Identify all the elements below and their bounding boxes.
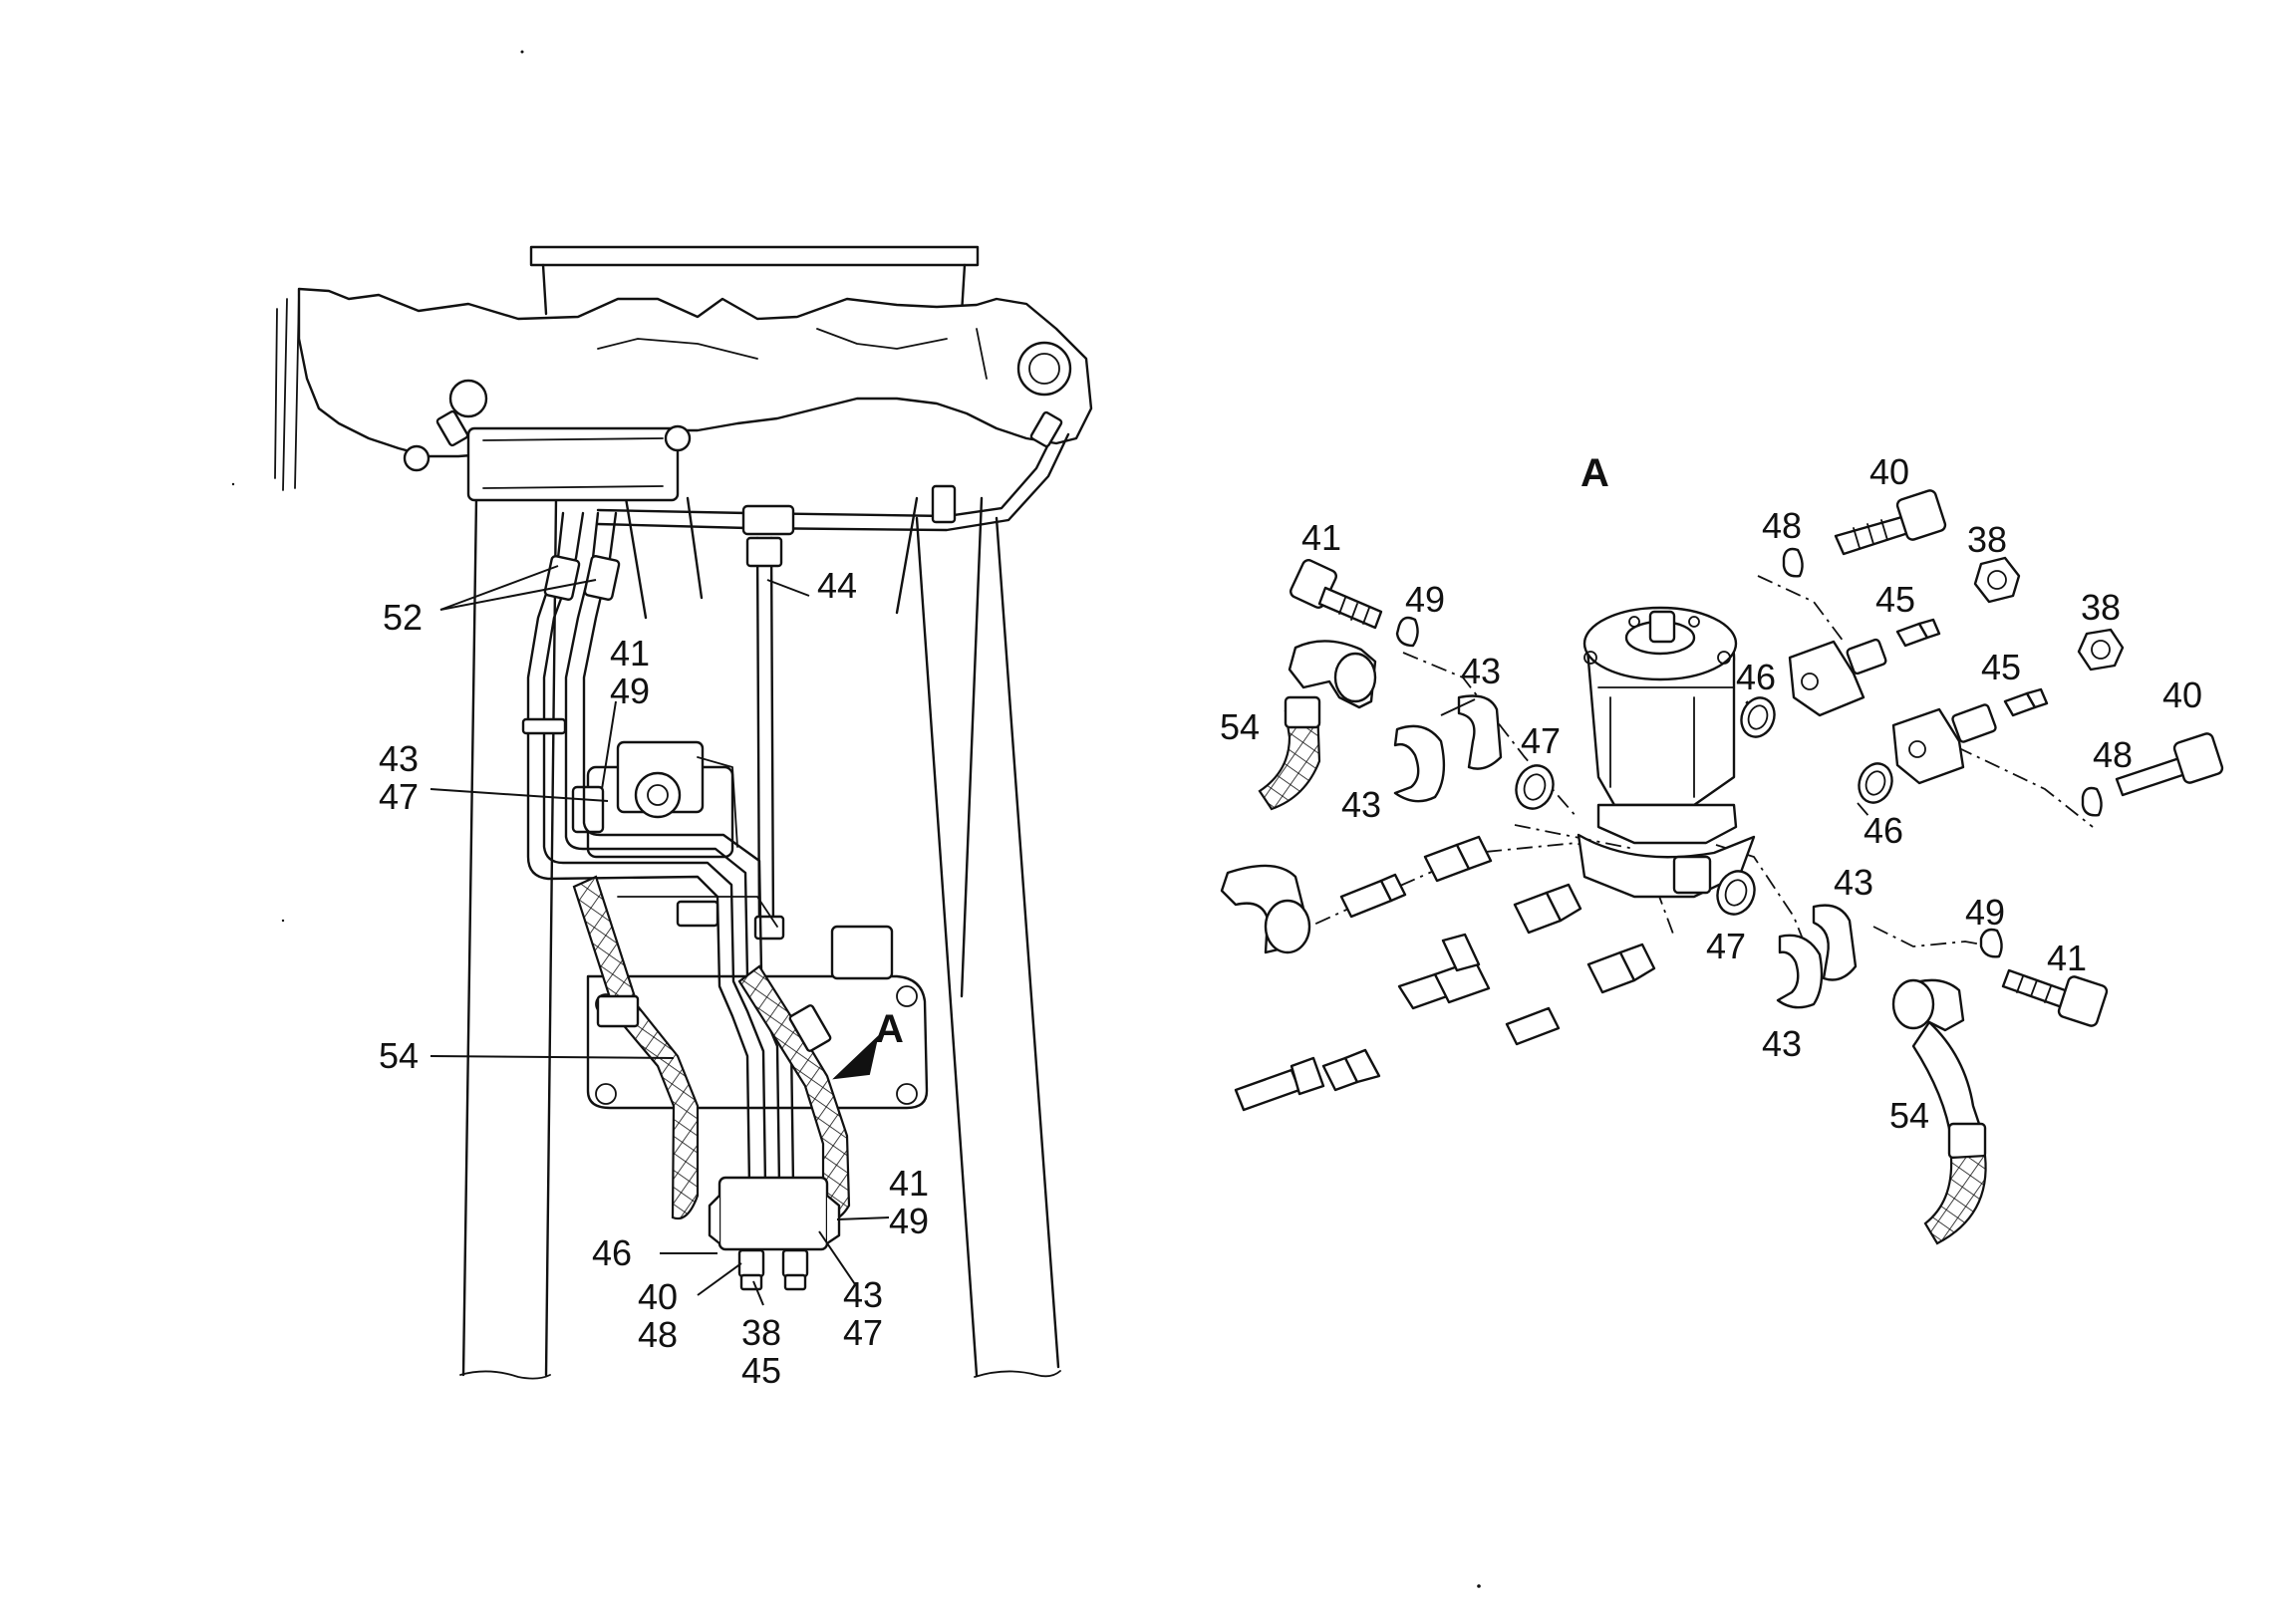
axle-housing xyxy=(274,287,1093,502)
main-labels: 52 44 41 49 43 47 54 A 41 49 46 40 48 38… xyxy=(379,565,929,1391)
detail-label-49-top: 49 xyxy=(1405,579,1445,620)
parts-lower-right xyxy=(1716,870,2109,1245)
label-47: 47 xyxy=(379,776,419,817)
detail-title: A xyxy=(1580,451,1609,495)
hydraulic-motor xyxy=(1577,606,1756,899)
main-assembly-view: 52 44 41 49 43 47 54 A 41 49 46 40 48 38… xyxy=(274,245,1093,1391)
label-45: 45 xyxy=(741,1350,781,1391)
detail-label-46-lower: 46 xyxy=(1864,810,1903,851)
upper-tube-line xyxy=(435,409,1070,941)
scan-specks xyxy=(231,50,1481,1588)
detail-view-a: A xyxy=(1220,451,2224,1245)
label-54: 54 xyxy=(379,1035,419,1076)
detail-labels: 40 48 38 41 49 45 38 43 46 45 40 54 47 4… xyxy=(1220,451,2202,1136)
parts-left-fittings xyxy=(1220,835,1656,1112)
detail-label-47-lower: 47 xyxy=(1706,926,1746,966)
detail-label-38-top: 38 xyxy=(1967,519,2007,560)
detail-label-40-right: 40 xyxy=(2162,674,2202,715)
detail-label-47-top: 47 xyxy=(1521,720,1561,761)
detail-leader-lines xyxy=(1440,698,1749,716)
detail-label-43-lower: 43 xyxy=(1762,1023,1802,1064)
detail-label-46-top: 46 xyxy=(1736,657,1776,697)
parts-upper-right xyxy=(1740,489,2224,817)
detail-label-45-top: 45 xyxy=(1875,579,1915,620)
label-41-lower: 41 xyxy=(889,1163,929,1204)
label-40: 40 xyxy=(638,1276,678,1317)
hoses-54 xyxy=(572,875,851,1221)
valve-block xyxy=(708,1176,841,1291)
detail-label-41-lower: 41 xyxy=(2047,938,2087,978)
label-47-lower: 47 xyxy=(843,1312,883,1353)
detail-label-49-lower: 49 xyxy=(1965,892,2005,933)
label-43: 43 xyxy=(379,738,419,779)
detail-label-45-right: 45 xyxy=(1981,647,2021,687)
detail-label-43-lower-top: 43 xyxy=(1834,862,1873,903)
label-49: 49 xyxy=(610,671,650,711)
hoses-52 xyxy=(521,511,795,1188)
label-43-lower: 43 xyxy=(843,1274,883,1315)
main-leader-lines xyxy=(430,565,890,1306)
detail-label-54-lower: 54 xyxy=(1889,1095,1929,1136)
view-a-marker: A xyxy=(875,1007,904,1051)
detail-label-43-top: 43 xyxy=(1461,651,1501,691)
label-48: 48 xyxy=(638,1314,678,1355)
detail-label-48-right: 48 xyxy=(2093,734,2133,775)
detail-label-41-top: 41 xyxy=(1301,517,1341,558)
detail-label-38-right: 38 xyxy=(2081,587,2121,628)
label-49-lower: 49 xyxy=(889,1201,929,1241)
detail-label-40-top: 40 xyxy=(1869,451,1909,492)
detail-label-54-top: 54 xyxy=(1220,706,1260,747)
parts-upper-left xyxy=(1258,559,1555,811)
label-41: 41 xyxy=(610,633,650,674)
view-a-arrow xyxy=(832,1035,879,1080)
detail-label-43-left: 43 xyxy=(1341,784,1381,825)
detail-label-48-top: 48 xyxy=(1762,505,1802,546)
label-44: 44 xyxy=(817,565,857,606)
frame-stand xyxy=(459,245,1061,1380)
label-46: 46 xyxy=(592,1232,632,1273)
label-52: 52 xyxy=(383,597,423,638)
label-38: 38 xyxy=(741,1312,781,1353)
